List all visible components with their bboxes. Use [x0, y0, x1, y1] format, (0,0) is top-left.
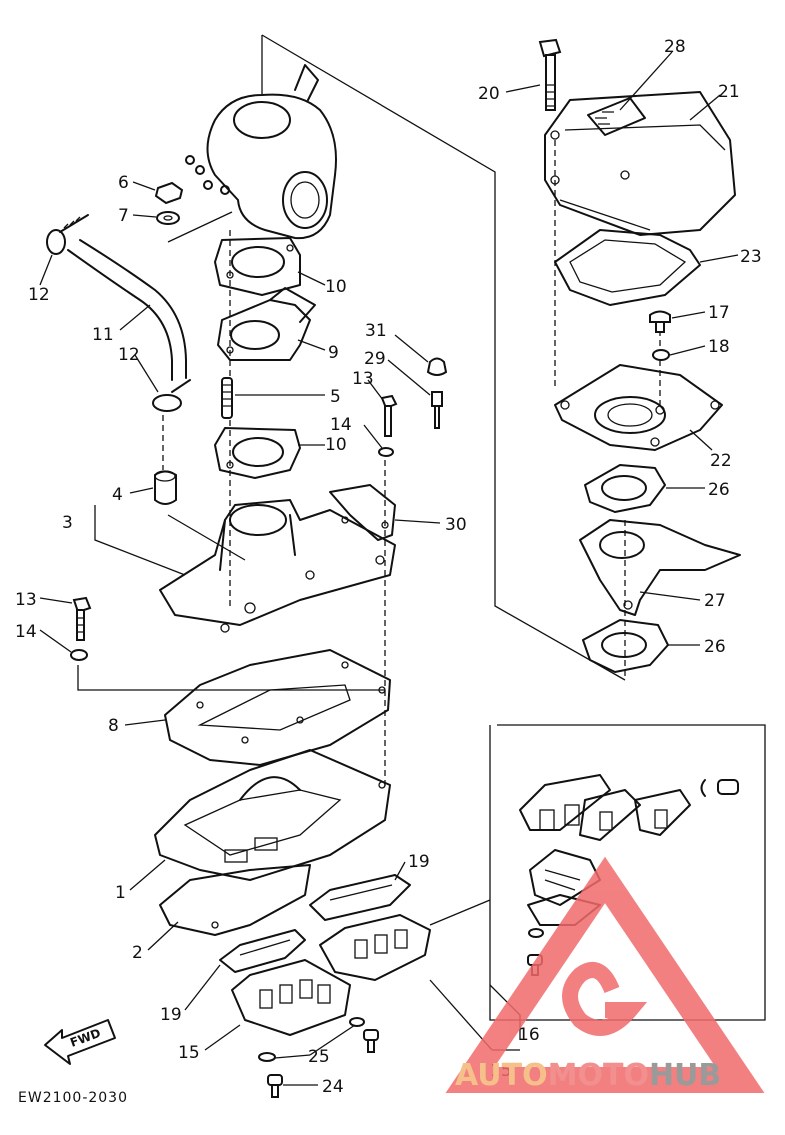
callout-19: 19	[160, 1005, 182, 1025]
callout-26: 26	[708, 480, 730, 500]
bolt-13-lower	[72, 596, 92, 641]
leader-lines	[39, 51, 739, 1086]
hose-clamp-12-upper	[46, 214, 89, 255]
callout-27: 27	[704, 591, 726, 611]
gasket-23	[554, 229, 701, 306]
screw-24	[267, 1029, 379, 1098]
spacer-4	[154, 470, 177, 505]
callout-23: 23	[740, 247, 762, 267]
svg-text:AUTOMOTOHUB: AUTOMOTOHUB	[455, 1058, 721, 1093]
callout-7: 7	[118, 206, 129, 226]
watermark-logo-icon	[445, 856, 765, 1093]
callout-2: 2	[132, 943, 143, 963]
gasket-8	[164, 649, 391, 766]
washer-14-lower	[70, 649, 88, 661]
callout-15: 15	[178, 1043, 200, 1063]
drawing-code: EW2100-2030	[18, 1090, 128, 1106]
gasket-10-upper	[214, 237, 301, 296]
callout-19: 19	[408, 852, 430, 872]
callout-29: 29	[364, 349, 386, 369]
callout-10: 10	[325, 277, 347, 297]
fwd-arrow-icon: FWD	[44, 1019, 116, 1065]
callout-11: 11	[92, 325, 114, 345]
hose-11	[67, 239, 187, 381]
callout-13: 13	[352, 369, 374, 389]
stud-5	[221, 377, 233, 419]
gasket-26-lower	[582, 619, 669, 673]
callout-28: 28	[664, 37, 686, 57]
bracket-30	[329, 484, 396, 541]
reed-housing-1	[154, 749, 391, 881]
gasket-10-lower	[214, 427, 301, 479]
plate-9	[217, 287, 316, 361]
callout-18: 18	[708, 337, 730, 357]
washer-7	[156, 211, 180, 225]
base-plate-22	[554, 364, 723, 451]
fitting-29	[431, 391, 443, 429]
washer-14-upper	[378, 447, 394, 457]
carburetor-assembly	[185, 64, 337, 240]
cover-21	[544, 91, 736, 236]
callout-9: 9	[328, 343, 339, 363]
callout-22: 22	[710, 451, 732, 471]
callout-5: 5	[330, 387, 341, 407]
callout-30: 30	[445, 515, 467, 535]
gasket-19-right	[309, 874, 411, 921]
nut-6	[154, 181, 184, 205]
callout-14: 14	[330, 415, 352, 435]
callout-13: 13	[15, 590, 37, 610]
bracket-27	[579, 519, 741, 616]
cap-31	[426, 357, 448, 376]
watermark-text: AUTOMOTOHUB	[455, 1058, 721, 1093]
callout-3: 3	[62, 513, 73, 533]
callout-4: 4	[112, 485, 123, 505]
gasket-2	[159, 864, 311, 936]
callout-1: 1	[115, 883, 126, 903]
callout-21: 21	[718, 82, 740, 102]
callout-26: 26	[704, 637, 726, 657]
callout-16: 16	[518, 1025, 540, 1045]
fwd-label: FWD	[68, 1026, 102, 1050]
gasket-26-upper	[584, 464, 666, 513]
assembly-guide-lines	[77, 34, 661, 790]
callout-10: 10	[325, 435, 347, 455]
callout-12: 12	[28, 285, 50, 305]
reed-valve-15-right	[319, 914, 431, 981]
callout-31: 31	[365, 321, 387, 341]
screw-17	[649, 310, 671, 333]
callout-17: 17	[708, 303, 730, 323]
callout-24: 24	[322, 1077, 344, 1097]
intake-manifold-3	[159, 499, 396, 633]
bolt-20	[538, 38, 562, 111]
hose-clamp-12-lower	[152, 379, 191, 412]
reed-valve-15-left	[231, 959, 351, 1036]
washer-25	[258, 1017, 365, 1062]
callout-12: 12	[118, 345, 140, 365]
callout-20: 20	[478, 84, 500, 104]
washer-18	[652, 349, 670, 361]
bolt-13-upper	[380, 394, 398, 437]
callout-8: 8	[108, 716, 119, 736]
callout-6: 6	[118, 173, 129, 193]
callout-14: 14	[15, 622, 37, 642]
callout-25: 25	[308, 1047, 330, 1067]
label-28	[587, 97, 646, 136]
gasket-19-left	[219, 929, 306, 973]
